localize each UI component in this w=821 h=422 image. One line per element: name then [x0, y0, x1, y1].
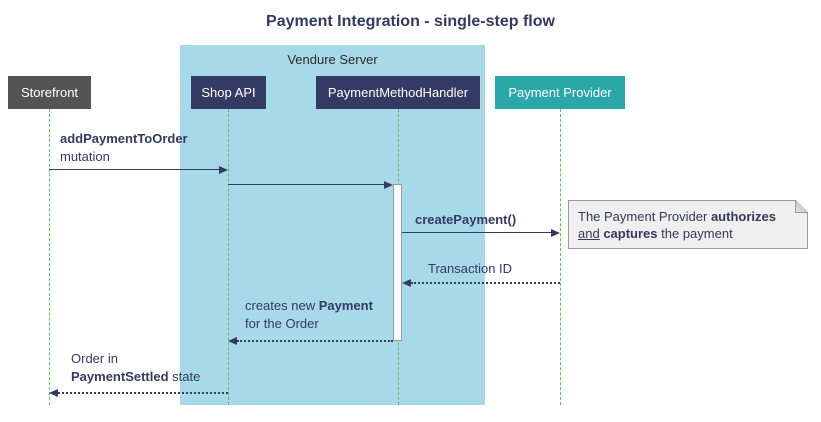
actor-payment-provider: Payment Provider	[495, 76, 625, 109]
actor-shop-api-label: Shop API	[201, 85, 256, 100]
activation-bar-payment-method-handler	[393, 184, 402, 341]
message-label-add-payment-to-order: addPaymentToOrder mutation	[60, 131, 188, 164]
message-line-add-payment-to-order	[49, 169, 220, 170]
diagram-title: Payment Integration - single-step flow	[266, 13, 555, 30]
note-authorize-capture: The Payment Provider authorizes and capt…	[568, 200, 808, 249]
message-label-create-payment: createPayment()	[415, 212, 517, 227]
actor-storefront: Storefront	[8, 76, 91, 109]
actor-payment-method-handler-label: PaymentMethodHandler	[327, 85, 469, 100]
arrowhead-right-icon	[219, 166, 228, 174]
message-label-creates-payment: creates new Payment for the Order	[245, 298, 373, 331]
message-line-create-payment	[402, 232, 552, 233]
arrowhead-right-icon	[551, 229, 560, 237]
actor-payment-provider-label: Payment Provider	[508, 85, 612, 100]
arrowhead-left-icon	[49, 389, 58, 397]
lifeline-storefront	[49, 109, 50, 405]
message-line-transaction-id	[411, 282, 560, 284]
message-line-shop-api-to-handler	[228, 184, 385, 185]
message-line-creates-payment	[237, 340, 393, 342]
actor-payment-method-handler: PaymentMethodHandler	[316, 76, 480, 109]
arrowhead-left-icon	[402, 279, 411, 287]
actor-storefront-label: Storefront	[20, 85, 79, 100]
arrowhead-right-icon	[384, 181, 393, 189]
lifeline-shop-api	[228, 109, 229, 405]
note-fold-corner-icon	[795, 200, 808, 213]
lifeline-payment-provider	[560, 109, 561, 405]
actor-shop-api: Shop API	[191, 76, 266, 109]
message-line-order-settled	[58, 392, 228, 394]
message-label-transaction-id: Transaction ID	[428, 261, 513, 276]
arrowhead-left-icon	[228, 337, 237, 345]
vendure-server-group-label: Vendure Server	[287, 52, 378, 67]
message-label-order-settled: Order in PaymentSettled state	[71, 351, 201, 384]
